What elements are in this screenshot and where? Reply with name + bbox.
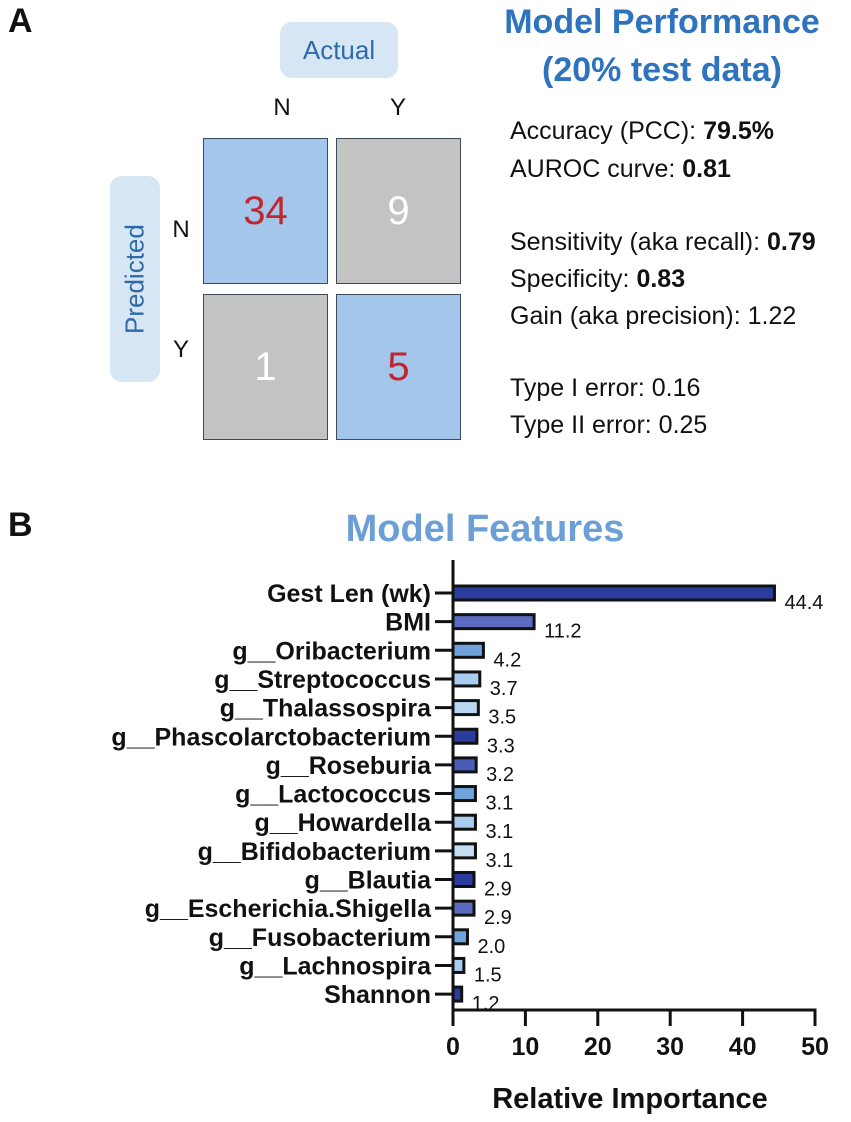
category-label-14: Shannon: [324, 981, 431, 1009]
panel-b-letter: B: [8, 506, 33, 544]
predicted-label: Predicted: [110, 176, 160, 382]
col-label-y: Y: [389, 94, 406, 121]
axis-layer: Gest Len (wk)BMIg__Oribacteriumg__Strept…: [111, 560, 829, 1115]
value-label-12: 2.0: [477, 936, 505, 958]
x-tick-label-2: 20: [584, 1033, 612, 1061]
category-label-3: g__Streptococcus: [214, 666, 431, 694]
bar-12: [451, 928, 469, 946]
value-label-11: 2.9: [484, 907, 512, 929]
value-label-8: 3.1: [485, 821, 513, 843]
performance-title-line1: Model Performance: [504, 3, 820, 41]
value-label-6: 3.2: [486, 764, 514, 786]
metric-type1-error: Type I error: 0.16: [510, 374, 701, 402]
bar-0: [451, 584, 776, 602]
row-label-n: N: [172, 216, 190, 243]
value-label-13: 1.5: [474, 964, 502, 986]
x-tick-label-3: 30: [656, 1033, 684, 1061]
category-label-1: BMI: [385, 609, 431, 637]
x-tick-label-1: 10: [511, 1033, 539, 1061]
feature-importance-chart: 44.4 11.2 4.2 3.7 3.5 3.3 3.2 3.1 3.1 3.1 2.9 2.9 2.…: [111, 560, 829, 1115]
x-tick-label-0: 0: [446, 1033, 460, 1061]
category-label-7: g__Lactococcus: [235, 781, 431, 809]
bar-6: [451, 756, 478, 774]
category-label-13: g__Lachnospira: [239, 952, 432, 980]
bar-8: [451, 813, 477, 831]
value-label-14: 1.2: [472, 993, 500, 1015]
metric-sensitivity: Sensitivity (aka recall): 0.79: [510, 228, 816, 256]
bar-7: [451, 785, 477, 803]
category-label-8: g__Howardella: [255, 809, 433, 837]
value-label-9: 3.1: [485, 850, 513, 872]
cm-cell-nn: 34: [203, 138, 328, 284]
category-label-5: g__Phascolarctobacterium: [111, 723, 431, 751]
bar-11: [451, 899, 476, 917]
category-label-11: g__Escherichia.Shigella: [145, 895, 432, 923]
x-tick-label-4: 40: [729, 1033, 757, 1061]
cm-cell-yn: 1: [203, 294, 328, 440]
bar-10: [451, 871, 476, 888]
category-label-2: g__Oribacterium: [232, 637, 431, 665]
actual-label: Actual: [280, 22, 398, 78]
category-label-4: g__Thalassospira: [220, 695, 432, 723]
category-label-12: g__Fusobacterium: [209, 924, 431, 952]
bar-9: [451, 842, 477, 860]
bars-layer: 44.4 11.2 4.2 3.7 3.5 3.3 3.2 3.1 3.1 3.1 2.9 2.9 2.…: [451, 584, 823, 1015]
performance-title-line2: (20% test data): [542, 51, 782, 89]
category-label-9: g__Bifidobacterium: [198, 838, 431, 866]
bar-5: [451, 727, 479, 745]
panel-a-letter: A: [8, 2, 33, 40]
bar-4: [451, 699, 480, 717]
row-label-y: Y: [172, 336, 189, 363]
col-label-n: N: [273, 94, 291, 121]
metric-accuracy: Accuracy (PCC): 79.5%: [510, 117, 774, 145]
bar-3: [451, 670, 482, 688]
metric-specificity: Specificity: 0.83: [510, 265, 686, 293]
category-label-0: Gest Len (wk): [267, 580, 431, 608]
metric-auroc: AUROC curve: 0.81: [510, 155, 731, 183]
value-label-7: 3.1: [485, 793, 513, 815]
value-label-10: 2.9: [484, 879, 512, 901]
features-title: Model Features: [345, 508, 625, 550]
metric-gain: Gain (aka precision): 1.22: [510, 302, 797, 330]
value-label-2: 4.2: [493, 649, 521, 671]
x-axis-title: Relative Importance: [492, 1083, 768, 1115]
cm-cell-ny: 9: [336, 138, 461, 284]
bar-2: [451, 641, 485, 659]
value-label-3: 3.7: [490, 678, 518, 700]
value-label-1: 11.2: [544, 621, 581, 643]
category-label-10: g__Blautia: [305, 867, 433, 895]
x-tick-label-5: 50: [801, 1033, 829, 1061]
metric-type2-error: Type II error: 0.25: [510, 411, 708, 439]
bar-1: [451, 613, 536, 631]
value-label-4: 3.5: [488, 707, 516, 729]
category-label-6: g__Roseburia: [266, 752, 432, 780]
value-label-0: 44.4: [784, 592, 823, 614]
value-label-5: 3.3: [487, 735, 515, 757]
bar-13: [451, 956, 466, 974]
cm-cell-yy: 5: [336, 294, 461, 440]
